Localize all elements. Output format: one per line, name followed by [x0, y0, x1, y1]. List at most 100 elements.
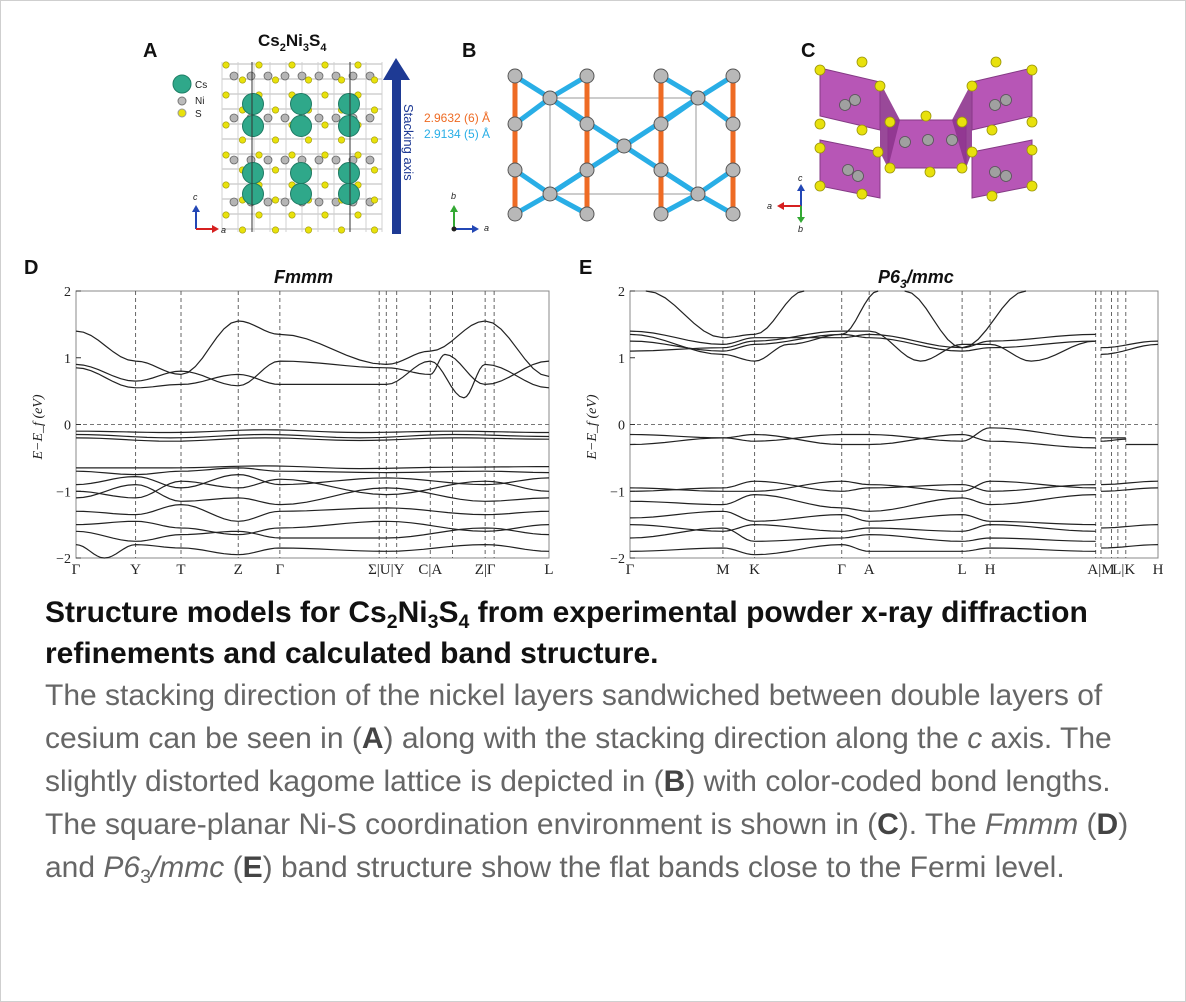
sulfur-atom: [255, 211, 263, 219]
sulfur-atom: [920, 110, 932, 122]
y-tick-label: 2: [64, 285, 71, 300]
band-line: [629, 433, 1096, 449]
nickel-atom: [229, 155, 239, 165]
sulfur-atom: [924, 166, 936, 178]
sulfur-atom: [271, 106, 279, 114]
cesium-atom: [290, 162, 312, 184]
nickel-atom: [263, 197, 273, 207]
nickel-atom: [579, 162, 595, 178]
sulfur-atom: [884, 116, 896, 128]
band-line: [1100, 487, 1159, 492]
nickel-atom: [314, 197, 324, 207]
sulfur-atom: [321, 91, 329, 99]
band-line: [904, 290, 1027, 349]
sulfur-atom: [814, 64, 826, 76]
panel-label-b: B: [462, 40, 476, 62]
band-line: [75, 520, 550, 536]
band-line: [75, 478, 550, 499]
nickel-atom: [1000, 170, 1012, 182]
panel-label-e: E: [579, 257, 592, 279]
sulfur-atom: [814, 142, 826, 154]
nickel-atom: [507, 162, 523, 178]
nickel-atom: [690, 90, 706, 106]
svg-text:S: S: [195, 109, 202, 120]
nickel-atom: [280, 197, 290, 207]
sulfur-atom: [874, 80, 886, 92]
nickel-atom: [263, 71, 273, 81]
panel-e-title: P63/mmc: [878, 267, 954, 291]
sulfur-atom: [856, 188, 868, 200]
panel-label-a: A: [143, 40, 157, 62]
kpoint-label: L: [544, 562, 553, 578]
band-line: [75, 473, 550, 489]
band-line: [629, 480, 1096, 492]
nickel-atom: [849, 94, 861, 106]
band-line: [629, 523, 1096, 532]
nickel-atom: [579, 206, 595, 222]
panel-c-polyhedra: [814, 56, 1038, 202]
sulfur-atom: [872, 146, 884, 158]
nickel-atom: [1000, 94, 1012, 106]
bond-blue: [659, 95, 700, 127]
sulfur-atom: [986, 190, 998, 202]
cesium-atom: [338, 115, 360, 137]
nickel-atom: [725, 206, 741, 222]
panel-a-formula: Cs2Ni3S4: [258, 31, 327, 54]
sulfur-atom: [370, 76, 378, 84]
sulfur-atom: [856, 124, 868, 136]
nickel-atom: [725, 116, 741, 132]
kpoint-label: H: [985, 562, 996, 578]
sulfur-atom: [304, 76, 312, 84]
sulfur-atom: [1026, 144, 1038, 156]
nickel-atom: [263, 113, 273, 123]
sulfur-atom: [370, 166, 378, 174]
nickel-atom: [653, 68, 669, 84]
sulfur-atom: [321, 151, 329, 159]
nickel-atom: [899, 136, 911, 148]
y-tick-label: 2: [618, 285, 625, 300]
kpoint-label: A: [864, 562, 875, 578]
svg-text:Stacking axis: Stacking axis: [401, 104, 416, 181]
nickel-atom: [229, 197, 239, 207]
sulfur-atom: [288, 61, 296, 69]
panel-b-kagome: [507, 68, 741, 222]
band-line: [75, 503, 550, 522]
band-line: [629, 330, 1096, 349]
band-line: [75, 320, 550, 377]
y-tick-label: −2: [56, 552, 71, 567]
band-line: [75, 543, 550, 559]
sulfur-atom: [222, 151, 230, 159]
sulfur-atom: [1026, 180, 1038, 192]
cesium-atom: [242, 183, 264, 205]
sulfur-atom: [956, 116, 968, 128]
sulfur-atom: [271, 136, 279, 144]
y-axis-label: E−E_f (eV): [585, 394, 600, 460]
nickel-atom: [842, 164, 854, 176]
nickel-atom: [365, 113, 375, 123]
y-tick-label: −1: [610, 485, 625, 500]
y-tick-label: 0: [64, 419, 71, 434]
band-line: [629, 493, 1096, 512]
nickel-atom: [653, 162, 669, 178]
sulfur-atom: [288, 151, 296, 159]
nickel-atom: [653, 116, 669, 132]
nickel-atom: [331, 71, 341, 81]
band-line: [629, 510, 1096, 526]
panel-a-legend: Cs Ni S: [172, 74, 207, 120]
svg-text:c: c: [193, 192, 198, 202]
kpoint-label: C|A: [418, 562, 442, 578]
sulfur-atom: [1026, 64, 1038, 76]
sulfur-atom: [337, 136, 345, 144]
cesium-atom: [338, 183, 360, 205]
bond-length-blue: 2.9134 (5) Å: [424, 126, 490, 141]
y-tick-label: 0: [618, 419, 625, 434]
sulfur-atom: [884, 162, 896, 174]
cesium-atom: [242, 93, 264, 115]
sulfur-atom: [271, 166, 279, 174]
nickel-atom: [542, 186, 558, 202]
sulfur-atom: [990, 56, 1002, 68]
panel-d-title: Fmmm: [274, 267, 333, 287]
nickel-atom: [297, 71, 307, 81]
band-line: [75, 527, 550, 542]
